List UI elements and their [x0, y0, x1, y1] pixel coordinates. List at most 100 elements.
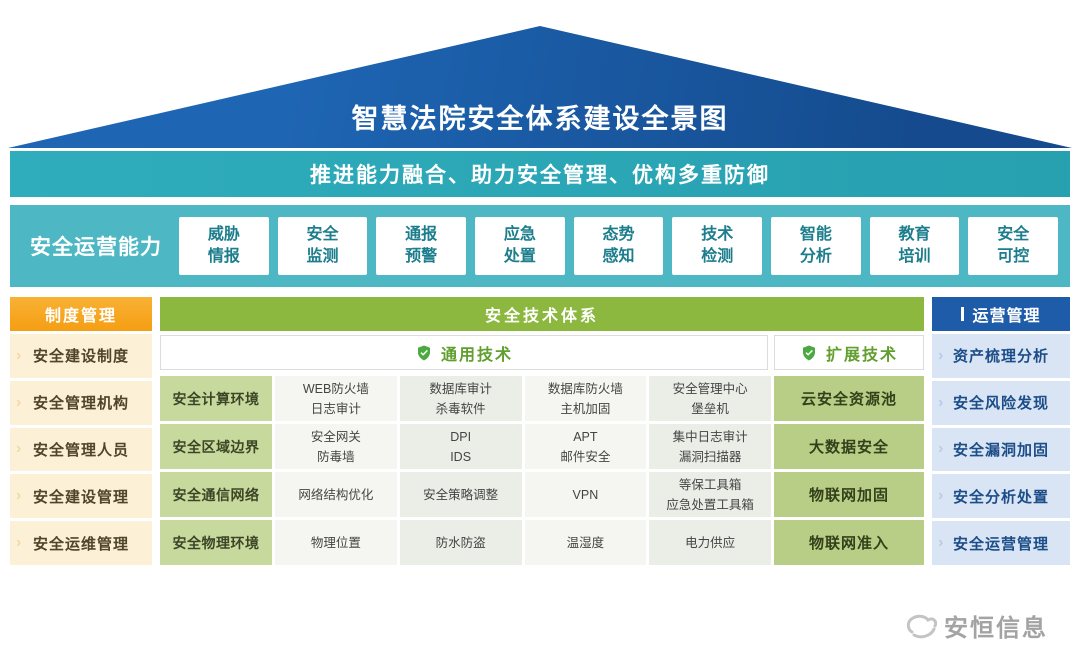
operations-item: › 安全分析处置 [932, 474, 1070, 519]
policy-item: › 安全建设管理 [10, 474, 152, 519]
capability-item: 安全 监测 [277, 217, 368, 275]
tech-cell: 集中日志审计 漏洞扫描器 [649, 424, 771, 469]
tech-cell-line: IDS [450, 449, 472, 464]
capability-row-label: 安全运营能力 [30, 236, 162, 259]
chevron-icon: › [938, 440, 945, 458]
operations-item: › 资产梳理分析 [932, 334, 1070, 378]
tech-cell-line: 杀毒软件 [435, 401, 486, 416]
tech-cell: 物理位置 [275, 520, 397, 565]
capability-item-label: 检测 [701, 248, 734, 265]
tech-cell-line: 防毒墙 [317, 449, 355, 464]
capability-item-label: 安全 [997, 226, 1030, 244]
capability-item-label: 态势 [602, 226, 635, 244]
tech-cell-line: 安全策略调整 [423, 487, 499, 502]
operations-item-label: 安全运营管理 [952, 535, 1049, 553]
chevron-icon: › [16, 440, 23, 458]
shield-check-icon [415, 344, 433, 362]
tech-cell-line: 数据库审计 [429, 381, 492, 396]
operations-item: › 安全运营管理 [932, 521, 1070, 565]
extension-tech-label: 扩展技术 [825, 346, 898, 364]
capability-item: 态势 感知 [573, 217, 664, 275]
policy-item-label: 安全管理人员 [32, 441, 129, 459]
policy-item: › 安全建设制度 [10, 334, 152, 378]
tech-cell-line: 应急处置工具箱 [666, 497, 754, 512]
tech-cell-line: 温湿度 [566, 535, 605, 550]
capability-item: 安全 可控 [968, 217, 1059, 275]
capability-item-label: 监测 [306, 248, 339, 265]
tech-cell-line: 防水防盗 [435, 535, 486, 550]
chevron-icon: › [938, 346, 945, 364]
capability-item-label: 处置 [503, 248, 536, 265]
tech-cell: 安全策略调整 [399, 472, 522, 517]
tech-extension: 物联网准入 [774, 520, 924, 565]
tech-cell-line: VPN [572, 487, 599, 502]
policy-item-label: 安全建设制度 [32, 348, 129, 366]
capability-item-label: 技术 [701, 226, 734, 244]
tech-cell-line: 安全网关 [310, 429, 361, 444]
chevron-icon: › [16, 346, 23, 364]
tech-cell-line: DPI [450, 429, 472, 444]
shield-check-icon [800, 344, 818, 362]
operations-item: › 安全漏洞加固 [932, 427, 1070, 472]
tech-cell: 防水防盗 [399, 520, 522, 565]
tech-cell-line: 邮件安全 [560, 449, 611, 464]
tech-cell-line: 集中日志审计 [672, 429, 748, 444]
tech-extension: 大数据安全 [774, 424, 924, 469]
tech-cell-line: 等保工具箱 [678, 477, 742, 492]
general-tech-label: 通用技术 [440, 346, 513, 364]
capability-item-label: 威胁 [207, 226, 240, 244]
operations-header-label: 运营管理 [972, 308, 1041, 325]
policy-item-label: 安全运维管理 [32, 535, 129, 553]
chevron-icon: › [16, 393, 23, 411]
tech-cell: 等保工具箱 应急处置工具箱 [649, 472, 771, 517]
tech-cell-line: 日志审计 [310, 401, 361, 416]
capability-item: 智能 分析 [771, 217, 861, 275]
tech-subheader-row: 通用技术 扩展技术 [160, 335, 924, 370]
tech-cell: DPI IDS [399, 424, 522, 469]
tech-category: 安全计算环境 [160, 376, 272, 421]
tech-cell-line: APT [573, 429, 598, 444]
tech-row: 安全通信网络 网络结构优化 安全策略调整 VPN 等保工具箱 [160, 472, 924, 517]
tech-cell: 安全管理中心 堡垒机 [649, 376, 771, 421]
tech-cell-line: 堡垒机 [691, 401, 729, 416]
tech-cell: 数据库审计 杀毒软件 [399, 376, 522, 421]
tech-cell: WEB防火墙 日志审计 [275, 376, 397, 421]
main-body: 制度管理 › 安全建设制度 › 安全管理机构 › 安全管理人员 › 安全建设管理… [10, 297, 1070, 565]
slogan-banner: 推进能力融合、助力安全管理、优构多重防御 [10, 151, 1070, 197]
capability-row: 安全运营能力 威胁 情报 安全 监测 通报 预警 应急 处置 态势 感知 技术 … [10, 205, 1070, 287]
capability-item-label: 通报 [405, 226, 438, 244]
tech-cell-line: 物理位置 [310, 535, 361, 550]
tech-extension: 物联网加固 [774, 472, 924, 517]
capability-item: 教育 培训 [869, 217, 960, 275]
general-tech-header: 通用技术 [160, 335, 768, 370]
page-title: 智慧法院安全体系建设全景图 [351, 104, 729, 134]
policy-item: › 安全管理机构 [10, 380, 152, 425]
tech-cell-line: 安全管理中心 [672, 381, 748, 396]
tech-row: 安全物理环境 物理位置 防水防盗 温湿度 电力供应 [160, 520, 924, 565]
chevron-icon: › [938, 393, 945, 411]
operations-column: 运营管理 › 资产梳理分析 › 安全风险发现 › 安全漏洞加固 › 安全分析处置… [932, 297, 1070, 565]
tech-category: 安全物理环境 [160, 520, 272, 565]
capability-item: 技术 检测 [672, 217, 763, 275]
footer-brand: 安恒信息 [904, 608, 1048, 643]
capability-item-label: 预警 [405, 248, 438, 265]
operations-item: › 安全风险发现 [932, 380, 1070, 425]
tech-extension: 云安全资源池 [774, 376, 924, 421]
tech-cell-line: 数据库防火墙 [547, 381, 623, 396]
tech-cell-line: 漏洞扫描器 [678, 449, 742, 464]
capability-item-label: 分析 [799, 248, 832, 265]
tech-cell-line: 电力供应 [685, 535, 736, 550]
brand-name: 安恒信息 [944, 615, 1048, 642]
policy-item-label: 安全建设管理 [32, 488, 129, 506]
capability-item-label: 应急 [503, 226, 536, 244]
capability-item-label: 可控 [997, 248, 1030, 265]
capability-item-label: 感知 [602, 248, 635, 265]
chevron-icon: › [16, 487, 23, 505]
tech-category: 安全通信网络 [160, 472, 272, 517]
capability-item-label: 教育 [898, 226, 931, 244]
chevron-icon: › [938, 534, 945, 552]
tech-cell: VPN [524, 472, 647, 517]
capability-item-label: 安全 [306, 226, 339, 244]
tech-row: 安全计算环境 WEB防火墙 日志审计 数据库审计 杀毒软件 数据库防火墙 主机加… [160, 376, 924, 421]
